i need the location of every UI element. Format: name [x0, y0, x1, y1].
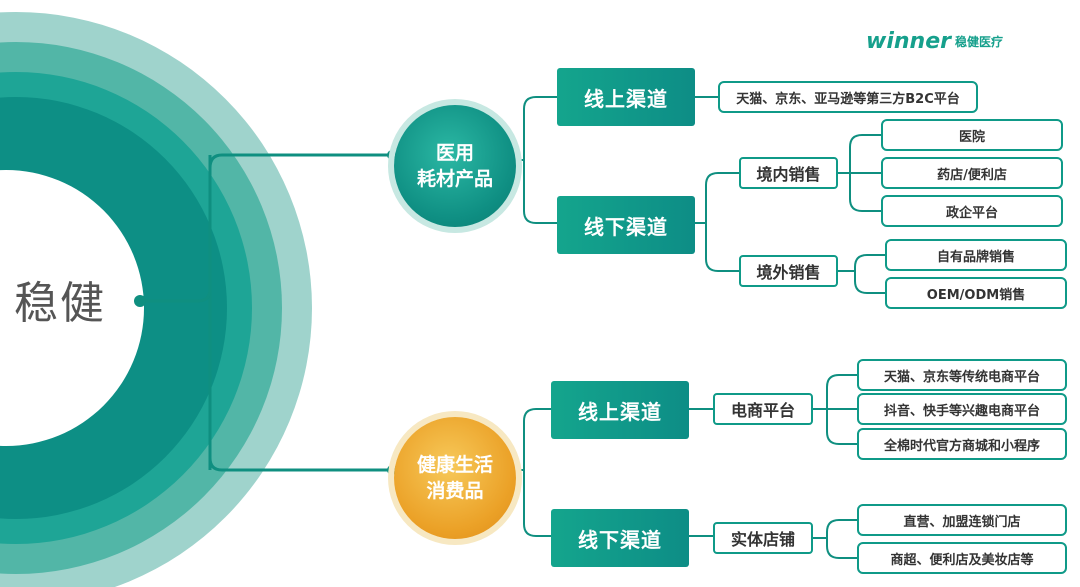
leaf-own-brand: 自有品牌销售 — [885, 239, 1067, 271]
leaf-pharmacy: 药店/便利店 — [881, 157, 1063, 189]
core-label: 稳健 — [14, 278, 106, 329]
group-domestic-sales: 境内销售 — [739, 157, 838, 189]
leaf-traditional-ecommerce: 天猫、京东等传统电商平台 — [857, 359, 1067, 391]
channel-offline-medical: 线下渠道 — [557, 196, 695, 254]
leaf-third-party-b2c: 天猫、京东、亚马逊等第三方B2C平台 — [718, 81, 978, 113]
leaf-hospital: 医院 — [881, 119, 1063, 151]
channel-online-lifestyle: 线上渠道 — [551, 381, 689, 439]
category-health-lifestyle: 健康生活 消费品 — [394, 417, 516, 539]
category-label-line2: 耗材产品 — [416, 168, 493, 190]
leaf-oem-odm: OEM/ODM销售 — [885, 277, 1067, 309]
category-label-line1: 健康生活 — [416, 454, 493, 476]
logo-company-name: 稳健医疗 — [954, 34, 1003, 49]
leaf-government-platform: 政企平台 — [881, 195, 1063, 227]
leaf-supermarkets: 商超、便利店及美妆店等 — [857, 542, 1067, 574]
brand-logo: winner 稳健医疗 — [866, 28, 1003, 54]
leaf-chain-stores: 直营、加盟连锁门店 — [857, 504, 1067, 536]
logo-wordmark: winner — [866, 28, 951, 54]
group-overseas-sales: 境外销售 — [739, 255, 838, 287]
channel-online-medical: 线上渠道 — [557, 68, 695, 126]
leaf-interest-ecommerce: 抖音、快手等兴趣电商平台 — [857, 393, 1067, 425]
category-label-line2: 消费品 — [426, 480, 484, 502]
group-ecommerce-platform: 电商平台 — [713, 393, 813, 425]
category-medical-consumables: 医用 耗材产品 — [394, 105, 516, 227]
category-label-line1: 医用 — [435, 142, 474, 164]
leaf-official-mall: 全棉时代官方商城和小程序 — [857, 428, 1067, 460]
channel-offline-lifestyle: 线下渠道 — [551, 509, 689, 567]
group-physical-stores: 实体店铺 — [713, 522, 813, 554]
